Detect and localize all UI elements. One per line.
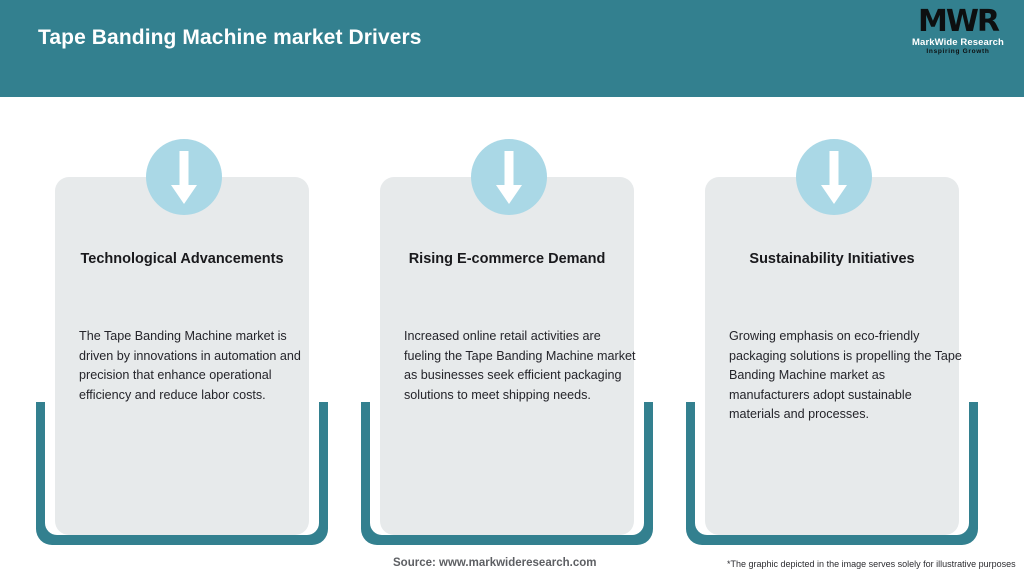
card-title: Rising E-commerce Demand <box>408 251 606 267</box>
arrow-down-icon <box>171 151 197 204</box>
card-panel <box>380 177 634 535</box>
card-description: Growing emphasis on eco-friendly packagi… <box>729 329 962 421</box>
card-panel <box>705 177 959 535</box>
arrow-down-icon <box>821 151 847 204</box>
header-bar: Tape Banding Machine market Drivers MWR … <box>0 0 1024 97</box>
driver-card: Rising E-commerce Demand Increased onlin… <box>361 139 653 545</box>
card-title: Technological Advancements <box>80 251 284 267</box>
card-description: Increased online retail activities are f… <box>404 329 636 402</box>
driver-card: Sustainability Initiatives Growing empha… <box>686 139 978 545</box>
logo-monogram: MWR <box>917 4 1000 39</box>
driver-card: Technological Advancements The Tape Band… <box>36 139 328 545</box>
arrow-down-icon <box>496 151 522 204</box>
source-label: Source: www.markwideresearch.com <box>393 557 597 569</box>
markwide-research-logo: MWR MarkWide Research Inspiring Growth <box>910 7 1006 59</box>
page-title: Tape Banding Machine market Drivers <box>38 26 422 49</box>
card-panel <box>55 177 309 535</box>
card-description: The Tape Banding Machine market is drive… <box>79 329 301 402</box>
logo-company-name: MarkWide Research <box>912 37 1004 48</box>
disclaimer-note: *The graphic depicted in the image serve… <box>727 559 1016 569</box>
logo-tagline: Inspiring Growth <box>926 48 990 55</box>
card-title: Sustainability Initiatives <box>749 251 915 267</box>
